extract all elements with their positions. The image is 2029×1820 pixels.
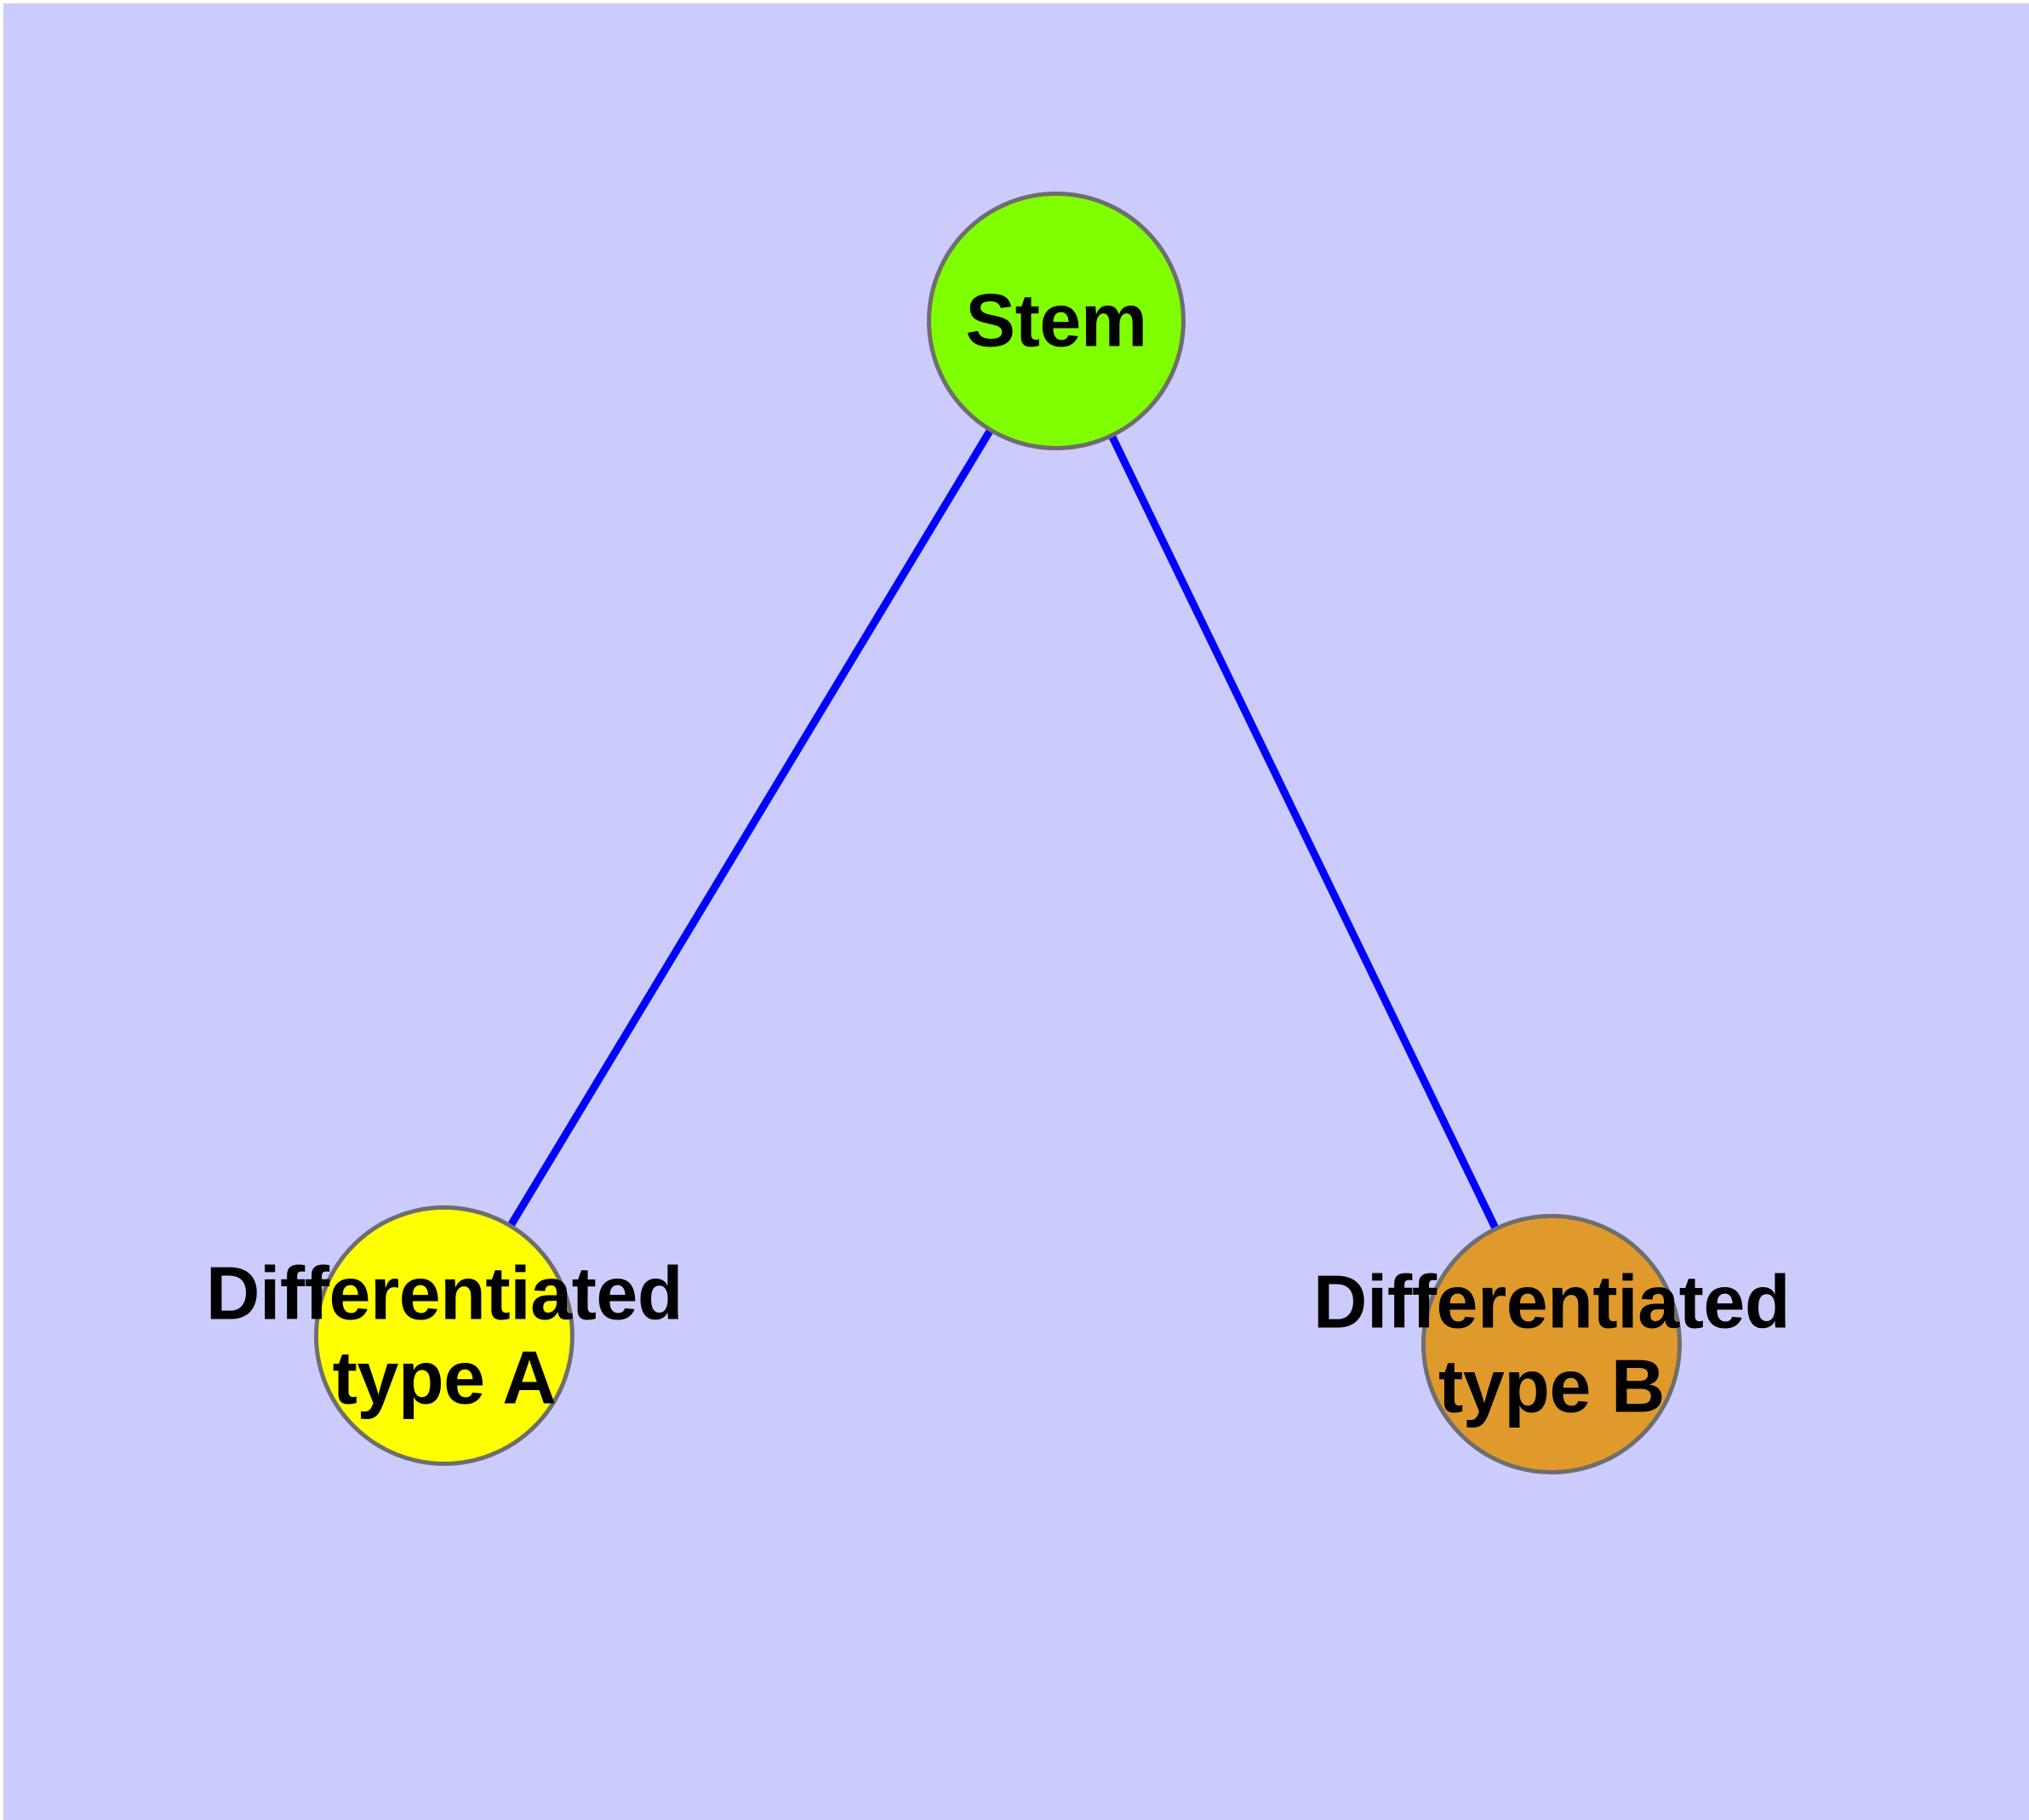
label-line-1: Differentiated xyxy=(1312,1259,1791,1344)
label-line-2: type A xyxy=(332,1335,557,1419)
node-layer: Stem Differentiated type A Differentiate… xyxy=(3,3,2029,1820)
node-differentiated-type-b[interactable]: Differentiated type B xyxy=(1313,1214,1791,1474)
label-line-1: Differentiated xyxy=(205,1251,683,1336)
label-line-2: type B xyxy=(1438,1343,1665,1428)
node-differentiated-type-b-label: Differentiated type B xyxy=(1228,1260,1875,1428)
node-differentiated-type-a-label: Differentiated type A xyxy=(121,1251,768,1419)
node-stem[interactable]: Stem xyxy=(927,192,1186,450)
node-stem-label: Stem xyxy=(965,278,1147,363)
node-differentiated-type-a[interactable]: Differentiated type A xyxy=(206,1205,683,1466)
